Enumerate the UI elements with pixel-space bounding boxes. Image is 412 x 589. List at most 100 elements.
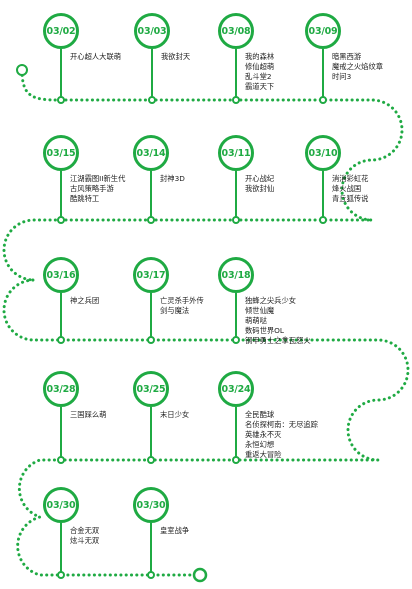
game-title: 修仙超萌: [245, 62, 275, 71]
event-dot: [147, 336, 155, 344]
dotted-route-line: [2, 68, 410, 577]
event-dot: [57, 336, 65, 344]
game-list: 开心超人大联萌: [70, 52, 121, 62]
game-list: 神之兵团: [70, 296, 99, 306]
event-connector: [235, 293, 237, 340]
date-badge: 03/16: [43, 257, 79, 293]
timeline-start-marker: [16, 64, 28, 76]
game-list: 暗黑西游魔戒之火焰纹章时问3: [332, 52, 383, 82]
game-title: 数码世界OL: [245, 326, 284, 335]
game-title: 乱斗堂2: [245, 72, 272, 81]
date-badge: 03/17: [133, 257, 169, 293]
game-list: 亡灵杀手外传剑与魔法: [160, 296, 204, 316]
game-list: 开心战纪我欲封仙: [245, 174, 274, 194]
event-dot: [232, 456, 240, 464]
date-badge: 03/24: [218, 371, 254, 407]
event-connector: [60, 293, 62, 340]
date-badge: 03/15: [43, 135, 79, 171]
event-connector: [150, 171, 152, 220]
game-title: 时问3: [332, 72, 352, 81]
event-dot: [232, 96, 240, 104]
game-title: 名侦探柯南：无尽追踪: [245, 420, 318, 429]
game-title: 我欲封天: [161, 52, 191, 61]
event-dot: [57, 456, 65, 464]
game-title: 钢甲勇士之拿瓦怒火: [245, 336, 311, 345]
game-title: 倾世仙魔: [245, 306, 275, 315]
event-dot: [57, 96, 65, 104]
event-connector: [235, 49, 237, 100]
event-dot: [57, 571, 65, 579]
date-badge: 03/25: [133, 371, 169, 407]
game-list: 消消彩虹花烽火战国青丘狐传说: [332, 174, 368, 204]
date-badge: 03/30: [43, 487, 79, 523]
event-dot: [319, 96, 327, 104]
game-title: 重返大冒险: [245, 450, 282, 459]
game-title: 消消彩虹花: [332, 174, 369, 183]
event-connector: [60, 407, 62, 460]
event-connector: [235, 407, 237, 460]
game-title: 古风策略手游: [70, 184, 114, 193]
event-connector: [60, 49, 62, 100]
game-title: 霸道天下: [245, 82, 275, 91]
game-list: 全民酷球名侦探柯南：无尽追踪英雄永不灭永恒幻想重返大冒险: [245, 410, 318, 460]
game-list: 末日少女: [160, 410, 189, 420]
game-list: 合金无双炫斗无双: [70, 526, 99, 546]
game-title: 我的森林: [245, 52, 275, 61]
game-list: 江湖霸图II新生代古风策略手游酷跳特工: [70, 174, 125, 204]
game-title: 合金无双: [70, 526, 100, 535]
event-connector: [322, 49, 324, 100]
game-title: 三国踩么萌: [70, 410, 107, 419]
date-badge: 03/11: [218, 135, 254, 171]
game-title: 英雄永不灭: [245, 430, 282, 439]
game-title: 烽火战国: [332, 184, 362, 193]
game-title: 全民酷球: [245, 410, 275, 419]
date-badge: 03/14: [133, 135, 169, 171]
date-badge: 03/02: [43, 13, 79, 49]
game-title: 开心战纪: [245, 174, 275, 183]
game-title: 暗黑西游: [332, 52, 362, 61]
date-badge: 03/18: [218, 257, 254, 293]
game-title: 萌萌哒: [245, 316, 267, 325]
game-title: 魔戒之火焰纹章: [332, 62, 384, 71]
game-list: 我欲封天: [161, 52, 190, 62]
date-badge: 03/09: [305, 13, 341, 49]
event-dot: [57, 216, 65, 224]
game-title: 独蜂之尖兵少女: [245, 296, 297, 305]
game-title: 江湖霸图II新生代: [70, 174, 126, 183]
event-dot: [147, 216, 155, 224]
event-connector: [322, 171, 324, 220]
game-title: 炫斗无双: [70, 536, 100, 545]
game-title: 神之兵团: [70, 296, 100, 305]
timeline-end-marker: [192, 567, 208, 583]
game-title: 末日少女: [160, 410, 190, 419]
game-title: 封神3D: [160, 174, 185, 183]
game-title: 剑与魔法: [160, 306, 190, 315]
game-list: 封神3D: [160, 174, 185, 184]
game-title: 永恒幻想: [245, 440, 275, 449]
game-list: 皇室战争: [160, 526, 189, 536]
event-dot: [147, 571, 155, 579]
date-badge: 03/10: [305, 135, 341, 171]
event-dot: [147, 456, 155, 464]
game-title: 开心超人大联萌: [70, 52, 122, 61]
game-title: 亡灵杀手外传: [160, 296, 204, 305]
game-list: 三国踩么萌: [70, 410, 106, 420]
game-title: 我欲封仙: [245, 184, 275, 193]
game-title: 酷跳特工: [70, 194, 100, 203]
event-connector: [150, 293, 152, 340]
date-badge: 03/30: [133, 487, 169, 523]
event-connector: [150, 523, 152, 575]
event-dot: [319, 216, 327, 224]
event-dot: [232, 216, 240, 224]
date-badge: 03/28: [43, 371, 79, 407]
date-badge: 03/03: [134, 13, 170, 49]
date-badge: 03/08: [218, 13, 254, 49]
game-title: 青丘狐传说: [332, 194, 369, 203]
event-connector: [60, 523, 62, 575]
event-connector: [151, 49, 153, 100]
event-dot: [232, 336, 240, 344]
